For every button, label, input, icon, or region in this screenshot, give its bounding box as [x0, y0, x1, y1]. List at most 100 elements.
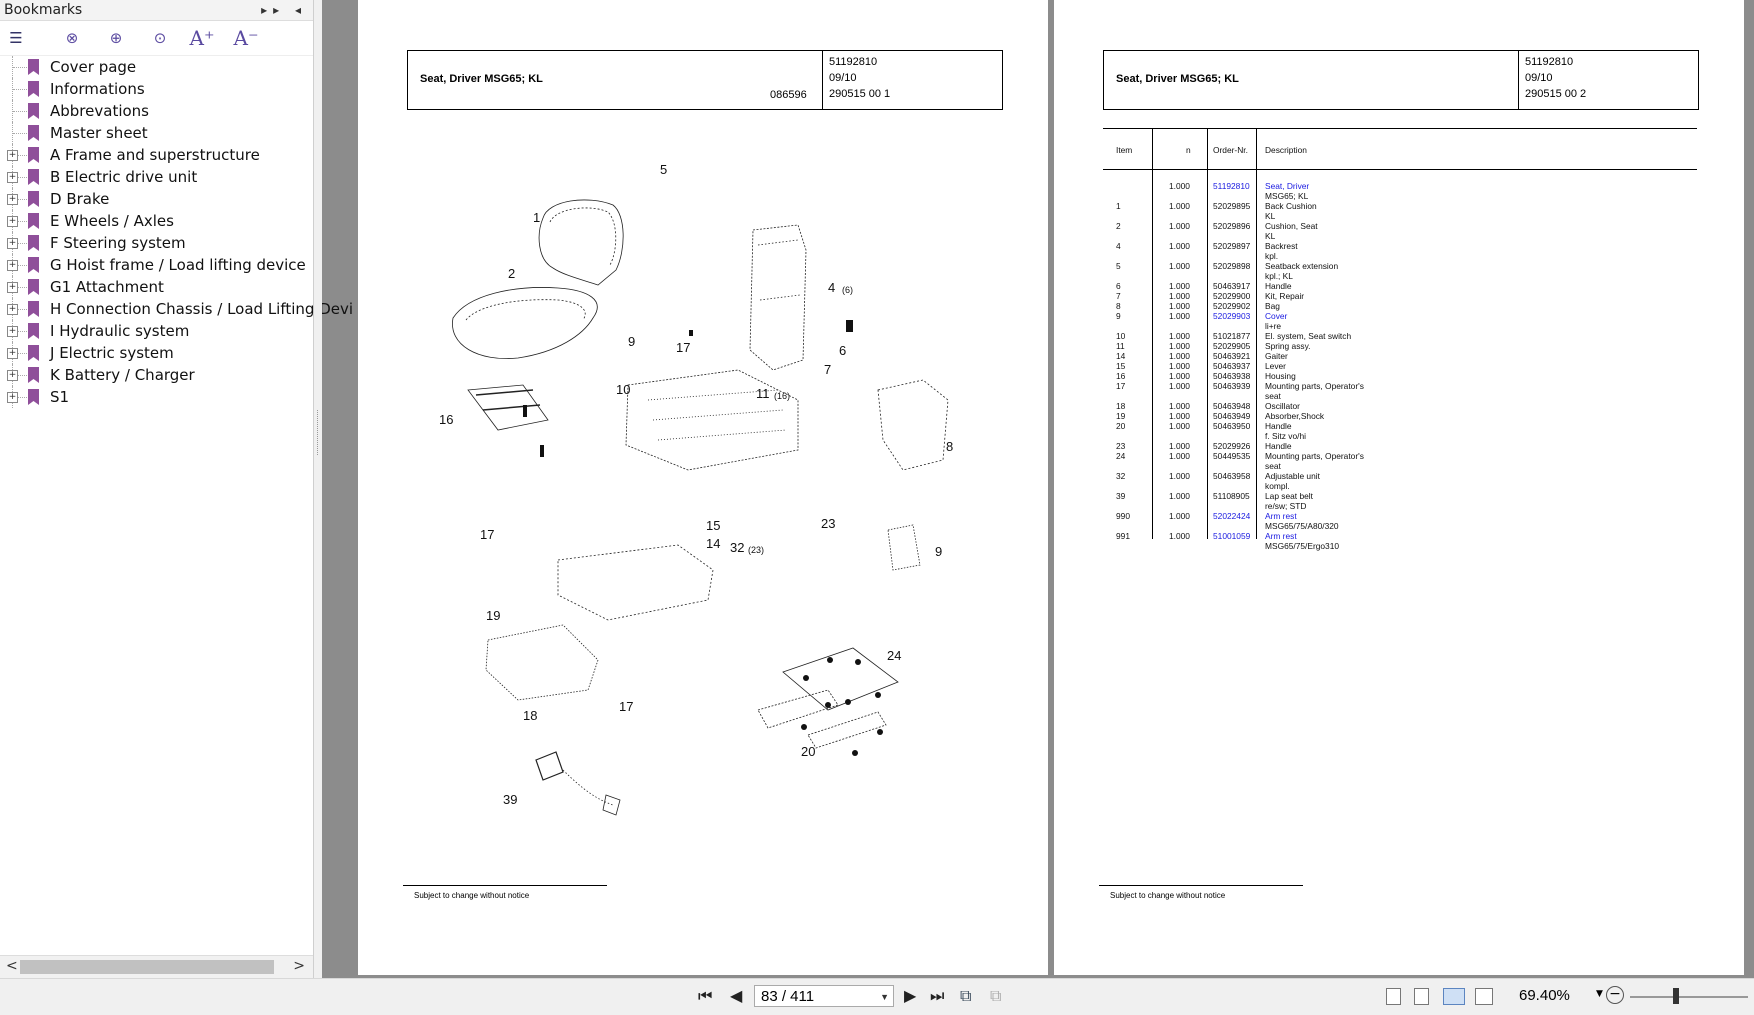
row-item: 32	[1116, 471, 1126, 481]
bookmark-item[interactable]: +I Hydraulic system	[0, 320, 313, 342]
oscillator-shape	[485, 624, 599, 701]
scroll-right-icon[interactable]: >	[293, 958, 305, 974]
facing-pages-view-icon[interactable]	[1443, 988, 1465, 1005]
panel-splitter[interactable]	[314, 0, 322, 978]
increase-font-icon[interactable]: A⁺	[189, 26, 215, 50]
bookmark-options-icon[interactable]: ☰	[9, 29, 23, 47]
expand-icon[interactable]: +	[7, 150, 18, 161]
row-description: f. Sitz vo/hi	[1265, 431, 1306, 441]
item-callout: 24	[887, 648, 901, 663]
expand-icon[interactable]: +	[7, 260, 18, 271]
expand-icon[interactable]: +	[7, 282, 18, 293]
bookmark-label: Cover page	[50, 58, 137, 76]
row-description[interactable]: Seat, Driver	[1265, 181, 1310, 191]
expand-icon[interactable]: +	[7, 216, 18, 227]
row-description: KL	[1265, 211, 1276, 221]
row-order-number[interactable]: 52022424	[1213, 511, 1251, 521]
bookmark-item[interactable]: Cover page	[0, 56, 313, 78]
expand-icon[interactable]: +	[7, 172, 18, 183]
expand-icon[interactable]: +	[7, 326, 18, 337]
item-callout: 17	[676, 340, 690, 355]
scroll-thumb[interactable]	[20, 960, 274, 974]
bookmark-item[interactable]: +E Wheels / Axles	[0, 210, 313, 232]
bookmark-item[interactable]: Informations	[0, 78, 313, 100]
row-description[interactable]: Arm rest	[1265, 511, 1297, 521]
bookmark-item[interactable]: +S1	[0, 386, 313, 408]
bookmark-item[interactable]: Abbrevations	[0, 100, 313, 122]
bookmark-item[interactable]: +D Brake	[0, 188, 313, 210]
page2-page-ref: 290515 00 2	[1525, 88, 1587, 100]
zoom-slider[interactable]	[1630, 996, 1748, 998]
row-order-number[interactable]: 51192810	[1213, 181, 1250, 191]
row-item: 20	[1116, 421, 1126, 431]
col-n: n	[1186, 145, 1191, 155]
bookmark-item[interactable]: +H Connection Chassis / Load Lifting Dev…	[0, 298, 353, 320]
page-dropdown-icon[interactable]: ▼	[880, 992, 889, 1002]
continuous-view-icon[interactable]	[1414, 988, 1429, 1005]
page2-date: 09/10	[1525, 72, 1553, 84]
table-row: MSG65/75/Ergo310	[1103, 541, 1697, 551]
row-description[interactable]: Cover	[1265, 311, 1288, 321]
find-bookmark-icon[interactable]: ⊙	[153, 29, 167, 47]
scroll-left-icon[interactable]: <	[6, 958, 18, 974]
single-page-view-icon[interactable]	[1386, 988, 1401, 1005]
row-description: seat	[1265, 461, 1281, 471]
previous-page-button[interactable]: ◀	[730, 986, 743, 1005]
bookmark-item[interactable]: Master sheet	[0, 122, 313, 144]
next-page-button[interactable]: ▶	[904, 986, 917, 1005]
previous-view-icon[interactable]: ⧉	[960, 986, 972, 1005]
bookmark-label: B Electric drive unit	[50, 168, 198, 186]
first-page-button[interactable]: ⏮	[698, 986, 713, 1005]
row-item: 1	[1116, 201, 1121, 211]
zoom-out-icon[interactable]: −	[1606, 986, 1624, 1004]
row-quantity: 1.000	[1169, 281, 1190, 291]
decrease-font-icon[interactable]: A⁻	[233, 26, 259, 50]
delete-bookmark-icon[interactable]: ⊗	[65, 29, 79, 47]
bookmark-item[interactable]: +A Frame and superstructure	[0, 144, 313, 166]
row-order-number: 50449535	[1213, 451, 1251, 461]
bookmark-item[interactable]: +G1 Attachment	[0, 276, 313, 298]
bookmarks-header: Bookmarks ▸▸ ◂	[0, 0, 313, 21]
expand-icon[interactable]: +	[7, 348, 18, 359]
panel-controls[interactable]: ▸▸ ◂	[261, 3, 307, 17]
expand-icon[interactable]: +	[7, 370, 18, 381]
row-order-number[interactable]: 52029903	[1213, 311, 1251, 321]
expand-icon[interactable]: +	[7, 392, 18, 403]
page-number-field[interactable]: 83 / 411 ▼	[754, 985, 894, 1007]
row-description: Oscillator	[1265, 401, 1300, 411]
bookmark-item[interactable]: + B Electric drive unit	[0, 166, 313, 188]
horizontal-scrollbar[interactable]: < >	[0, 955, 313, 978]
row-item: 24	[1116, 451, 1126, 461]
add-bookmark-icon[interactable]: ⊕	[109, 29, 123, 47]
zoom-slider-thumb[interactable]	[1673, 988, 1679, 1004]
continuous-facing-view-icon[interactable]	[1475, 988, 1493, 1005]
bookmark-item[interactable]: + F Steering system	[0, 232, 313, 254]
last-page-button[interactable]: ⏭	[930, 986, 945, 1005]
row-order-number: 52029896	[1213, 221, 1251, 231]
bookmark-item[interactable]: +K Battery / Charger	[0, 364, 313, 386]
row-item: 10	[1116, 331, 1126, 341]
expand-icon[interactable]: +	[7, 194, 18, 205]
row-item: 16	[1116, 371, 1126, 381]
mounting-plate-shape	[782, 647, 899, 711]
next-view-icon[interactable]: ⧉	[990, 986, 1002, 1005]
row-quantity: 1.000	[1169, 441, 1190, 451]
expand-icon[interactable]: +	[7, 304, 18, 315]
zoom-level[interactable]: 69.40%	[1519, 987, 1570, 1004]
housing-shape	[467, 384, 549, 431]
row-order-number[interactable]: 51001059	[1213, 531, 1251, 541]
row-description[interactable]: Arm rest	[1265, 531, 1297, 541]
bookmark-icon	[28, 81, 39, 97]
expand-icon[interactable]: +	[7, 238, 18, 249]
seat-cushion-shape	[452, 287, 598, 359]
zoom-dropdown-icon[interactable]: ▼	[1596, 989, 1603, 999]
bookmark-label: F Steering system	[50, 234, 186, 252]
splitter-grip[interactable]	[317, 410, 320, 455]
bookmark-item[interactable]: +J Electric system	[0, 342, 313, 364]
bookmark-item[interactable]: +G Hoist frame / Load lifting device	[0, 254, 313, 276]
